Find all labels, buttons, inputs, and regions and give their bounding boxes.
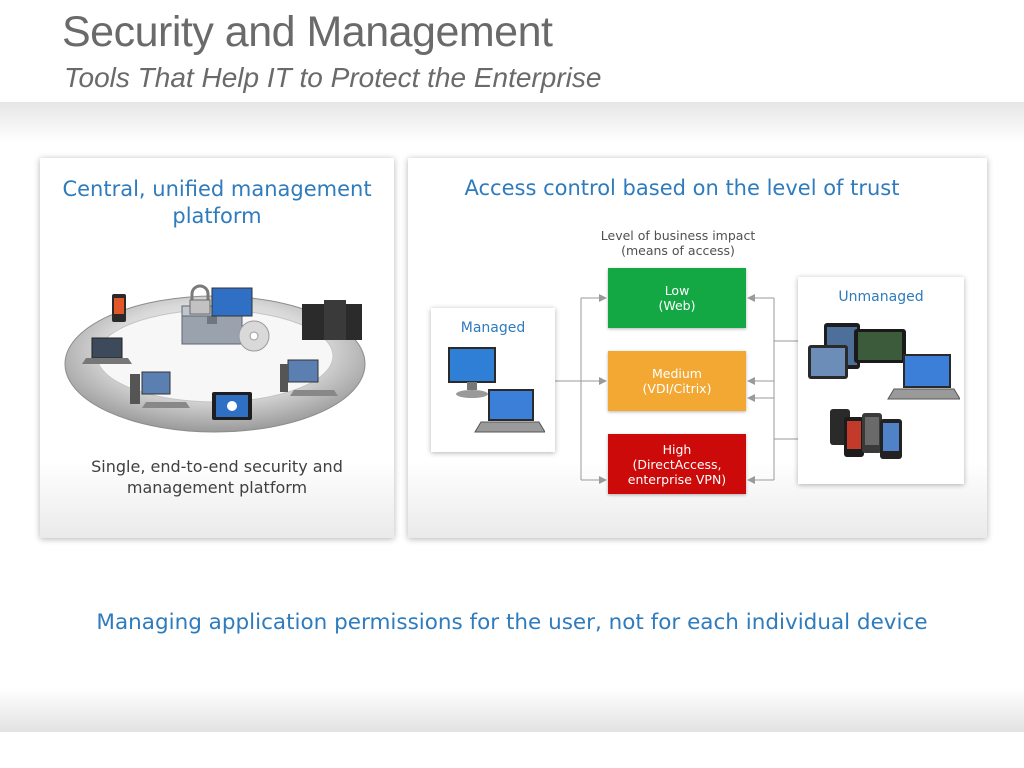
laptop-icon (82, 337, 132, 364)
trust-level-high-name: High (662, 441, 692, 457)
business-impact-label: Level of business impact (means of acces… (568, 228, 788, 258)
disc-icon (238, 320, 270, 352)
unmanaged-devices-card: Unmanaged (798, 277, 964, 484)
unmanaged-devices-illustration (808, 323, 960, 459)
unmanaged-laptop-icon (887, 354, 960, 400)
footer-gradient-band (0, 688, 1024, 732)
unmanaged-devices-label: Unmanaged (838, 289, 924, 305)
business-impact-title: Level of business impact (600, 228, 756, 243)
mobile-phone-icon (112, 294, 126, 322)
management-ring-illustration (64, 284, 366, 433)
managed-monitor-icon (448, 347, 496, 398)
access-control-panel: Access control based on the level of tru… (408, 158, 987, 538)
desktop-monitor-icon (211, 287, 253, 317)
trust-level-medium-name: Medium (652, 366, 702, 381)
trust-level-medium-detail: (VDI/Citrix) (642, 381, 712, 396)
tablet-icon (212, 392, 252, 420)
tablet-group-icon (808, 323, 906, 379)
workstation-icon (130, 371, 190, 408)
trust-level-low-name: Low (664, 283, 690, 298)
managed-devices-card: Managed (431, 308, 555, 452)
business-impact-subtitle: (means of access) (621, 243, 735, 258)
trust-level-high-detail: (DirectAccess, enterprise VPN) (627, 456, 727, 487)
trust-level-low: Low (Web) (608, 268, 746, 328)
managed-devices-illustration (448, 347, 545, 433)
trust-level-low-detail: (Web) (658, 298, 696, 313)
access-control-heading: Access control based on the level of tru… (464, 176, 900, 200)
footer-statement: Managing application permissions for the… (96, 610, 928, 635)
trust-level-high: High (DirectAccess, enterprise VPN) (608, 434, 746, 494)
managed-laptop-icon (474, 389, 545, 433)
management-platform-caption: Single, end-to-end security and manageme… (91, 457, 343, 497)
trust-level-medium: Medium (VDI/Citrix) (608, 351, 746, 411)
header-gradient-band (0, 102, 1024, 142)
smartphone-group-icon (830, 409, 902, 459)
server-rack-icon (302, 300, 362, 340)
managed-devices-label: Managed (460, 320, 526, 336)
slide-title: Security and Management (62, 8, 553, 56)
desktop-computer-icon (280, 359, 338, 396)
management-platform-heading: Central, unified management platform (62, 177, 372, 228)
slide-subtitle: Tools That Help IT to Protect the Enterp… (64, 62, 602, 93)
management-platform-panel: Central, unified management platform (40, 158, 394, 538)
trust-flow-connectors (555, 294, 798, 484)
